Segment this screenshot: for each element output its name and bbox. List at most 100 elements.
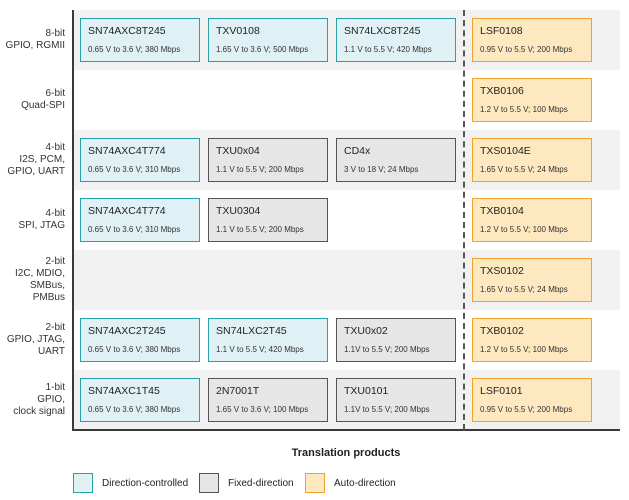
product-name: 2N7001T bbox=[216, 385, 260, 397]
product-box: SN74AXC4T774 0.65 V to 3.6 V; 310 Mbps bbox=[80, 138, 200, 182]
product-spec: 0.95 V to 5.5 V; 200 Mbps bbox=[480, 405, 573, 414]
row-label-line: I2S, PCM, bbox=[19, 154, 65, 165]
legend-item: Direction-controlled bbox=[73, 472, 188, 494]
product-spec: 1.1V to 5.5 V; 200 Mbps bbox=[344, 405, 430, 414]
product-box: TXU0304 1.1 V to 5.5 V; 200 Mbps bbox=[208, 198, 328, 242]
product-name: SN74AXC4T774 bbox=[88, 145, 166, 157]
legend-swatch bbox=[305, 473, 325, 493]
product-name: TXB0102 bbox=[480, 325, 524, 337]
product-spec: 0.65 V to 3.6 V; 380 Mbps bbox=[88, 405, 181, 414]
bottom-axis-line bbox=[72, 429, 620, 431]
product-spec: 1.65 V to 3.6 V; 500 Mbps bbox=[216, 45, 309, 54]
legend-item: Fixed-direction bbox=[199, 472, 294, 494]
product-box: SN74LXC8T245 1.1 V to 5.5 V; 420 Mbps bbox=[336, 18, 456, 62]
product-spec: 1.1 V to 5.5 V; 200 Mbps bbox=[216, 165, 304, 174]
product-box: SN74LXC2T45 1.1 V to 5.5 V; 420 Mbps bbox=[208, 318, 328, 362]
product-box: TXB0106 1.2 V to 5.5 V; 100 Mbps bbox=[472, 78, 592, 122]
product-spec: 1.2 V to 5.5 V; 100 Mbps bbox=[480, 105, 568, 114]
product-name: LSF0101 bbox=[480, 385, 523, 397]
row-label-line: SMBus, PMBus bbox=[29, 280, 65, 303]
legend-item: Auto-direction bbox=[305, 472, 396, 494]
product-name: SN74AXC2T245 bbox=[88, 325, 166, 337]
product-box: TXS0104E 1.65 V to 5.5 V; 24 Mbps bbox=[472, 138, 592, 182]
legend-label: Direction-controlled bbox=[102, 477, 189, 489]
product-box: SN74AXC2T245 0.65 V to 3.6 V; 380 Mbps bbox=[80, 318, 200, 362]
product-spec: 1.65 V to 5.5 V; 24 Mbps bbox=[480, 165, 568, 174]
product-box: TXS0102 1.65 V to 5.5 V; 24 Mbps bbox=[472, 258, 592, 302]
row-label-line: UART bbox=[37, 346, 65, 357]
product-name: TXU0x02 bbox=[344, 325, 388, 337]
row-label-line: 6-bit bbox=[45, 88, 65, 99]
product-spec: 3 V to 18 V; 24 Mbps bbox=[344, 165, 419, 174]
product-name: TXS0102 bbox=[480, 265, 524, 277]
product-name: SN74LXC8T245 bbox=[344, 25, 421, 37]
row-label-line: SPI, JTAG bbox=[18, 220, 66, 231]
row-label-line: GPIO, bbox=[37, 394, 65, 405]
product-box: TXU0x02 1.1V to 5.5 V; 200 Mbps bbox=[336, 318, 456, 362]
auto-direction-divider bbox=[463, 10, 465, 430]
legend-swatch bbox=[73, 473, 93, 493]
product-name: SN74AXC8T245 bbox=[88, 25, 166, 37]
row-label-line: GPIO, UART bbox=[7, 166, 65, 177]
product-name: TXS0104E bbox=[480, 145, 531, 157]
left-axis-line bbox=[72, 10, 74, 430]
product-spec: 1.1 V to 5.5 V; 420 Mbps bbox=[344, 45, 432, 54]
product-box: CD4x 3 V to 18 V; 24 Mbps bbox=[336, 138, 456, 182]
product-name: LSF0108 bbox=[480, 25, 523, 37]
product-name: TXU0304 bbox=[216, 205, 261, 217]
product-box: SN74AXC1T45 0.65 V to 3.6 V; 380 Mbps bbox=[80, 378, 200, 422]
product-box: SN74AXC8T245 0.65 V to 3.6 V; 380 Mbps bbox=[80, 18, 200, 62]
product-spec: 0.65 V to 3.6 V; 380 Mbps bbox=[88, 345, 181, 354]
product-box: TXV0108 1.65 V to 3.6 V; 500 Mbps bbox=[208, 18, 328, 62]
product-spec: 1.65 V to 5.5 V; 24 Mbps bbox=[480, 285, 568, 294]
row-label-line: 2-bit bbox=[45, 322, 65, 333]
product-box: 2N7001T 1.65 V to 3.6 V; 100 Mbps bbox=[208, 378, 328, 422]
product-spec: 1.1 V to 5.5 V; 420 Mbps bbox=[216, 345, 304, 354]
product-box: TXU0101 1.1V to 5.5 V; 200 Mbps bbox=[336, 378, 456, 422]
product-name: TXU0101 bbox=[344, 385, 389, 397]
product-name: TXV0108 bbox=[216, 25, 260, 37]
product-box: TXU0x04 1.1 V to 5.5 V; 200 Mbps bbox=[208, 138, 328, 182]
product-name: SN74AXC4T774 bbox=[88, 205, 166, 217]
product-spec: 0.95 V to 5.5 V; 200 Mbps bbox=[480, 45, 573, 54]
product-name: SN74LXC2T45 bbox=[216, 325, 287, 337]
row-label-line: I2C, MDIO, bbox=[14, 268, 65, 279]
x-axis-title: Translation products bbox=[291, 447, 401, 459]
row-label-line: GPIO, JTAG, bbox=[6, 334, 65, 345]
legend-label: Fixed-direction bbox=[228, 477, 294, 489]
product-box: LSF0108 0.95 V to 5.5 V; 200 Mbps bbox=[472, 18, 592, 62]
product-box: TXB0102 1.2 V to 5.5 V; 100 Mbps bbox=[472, 318, 592, 362]
product-spec: 1.1 V to 5.5 V; 200 Mbps bbox=[216, 225, 304, 234]
product-spec: 1.2 V to 5.5 V; 100 Mbps bbox=[480, 345, 568, 354]
product-box: LSF0101 0.95 V to 5.5 V; 200 Mbps bbox=[472, 378, 592, 422]
product-name: CD4x bbox=[344, 145, 371, 157]
product-name: TXB0104 bbox=[480, 205, 524, 217]
product-spec: 0.65 V to 3.6 V; 310 Mbps bbox=[88, 225, 181, 234]
legend-label: Auto-direction bbox=[334, 477, 396, 489]
row-label-line: 1-bit bbox=[45, 382, 65, 393]
product-spec: 1.2 V to 5.5 V; 100 Mbps bbox=[480, 225, 568, 234]
product-name: TXB0106 bbox=[480, 85, 524, 97]
product-spec: 1.1V to 5.5 V; 200 Mbps bbox=[344, 345, 430, 354]
row-label-line: clock signal bbox=[13, 406, 65, 417]
legend-swatch bbox=[199, 473, 219, 493]
row-label-line: 4-bit bbox=[45, 142, 65, 153]
product-box: SN74AXC4T774 0.65 V to 3.6 V; 310 Mbps bbox=[80, 198, 200, 242]
row-label-line: Quad-SPI bbox=[21, 100, 65, 111]
row-label-line: 2-bit bbox=[45, 256, 65, 267]
product-spec: 0.65 V to 3.6 V; 380 Mbps bbox=[88, 45, 181, 54]
product-name: SN74AXC1T45 bbox=[88, 385, 160, 397]
product-spec: 0.65 V to 3.6 V; 310 Mbps bbox=[88, 165, 181, 174]
product-box: TXB0104 1.2 V to 5.5 V; 100 Mbps bbox=[472, 198, 592, 242]
product-name: TXU0x04 bbox=[216, 145, 260, 157]
row-label-line: 8-bit bbox=[45, 28, 65, 39]
row-label-line: 4-bit bbox=[45, 208, 65, 219]
product-spec: 1.65 V to 3.6 V; 100 Mbps bbox=[216, 405, 309, 414]
